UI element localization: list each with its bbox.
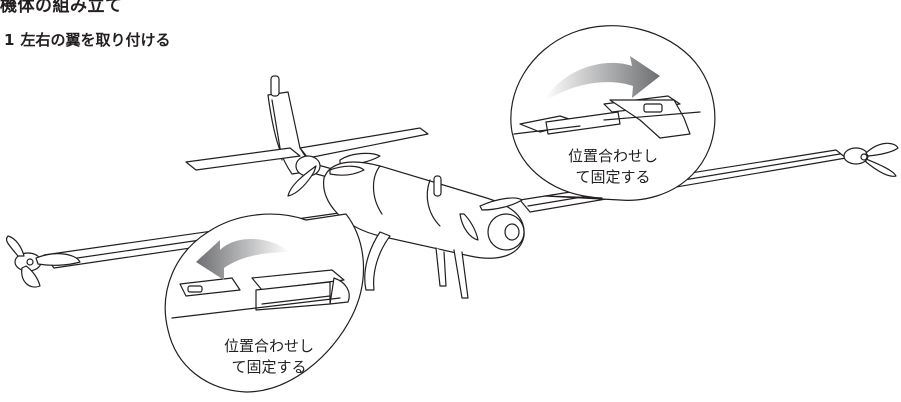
left-propeller: [5, 235, 81, 288]
right-propeller: [843, 142, 899, 177]
page-heading: 機体の組み立て: [0, 0, 123, 16]
step-number: 1: [4, 31, 15, 49]
landing-gear: [364, 231, 469, 299]
curved-arrow-left-icon: [196, 238, 290, 280]
step-instruction: 1 左右の翼を取り付ける: [4, 29, 170, 50]
right-detail-callout: [510, 25, 716, 201]
callout-line: 位置合わせし: [223, 337, 314, 355]
callout-line: て固定する: [575, 168, 651, 186]
horizontal-stabilizer: [185, 127, 429, 171]
right-callout-text: 位置合わせし て固定する: [548, 146, 678, 188]
callout-line: 位置合わせし: [567, 147, 658, 165]
curved-arrow-right-icon: [544, 56, 660, 102]
step-text: 左右の翼を取り付ける: [20, 31, 171, 49]
callout-line: て固定する: [231, 358, 307, 376]
left-callout-text: 位置合わせし て固定する: [204, 336, 334, 378]
